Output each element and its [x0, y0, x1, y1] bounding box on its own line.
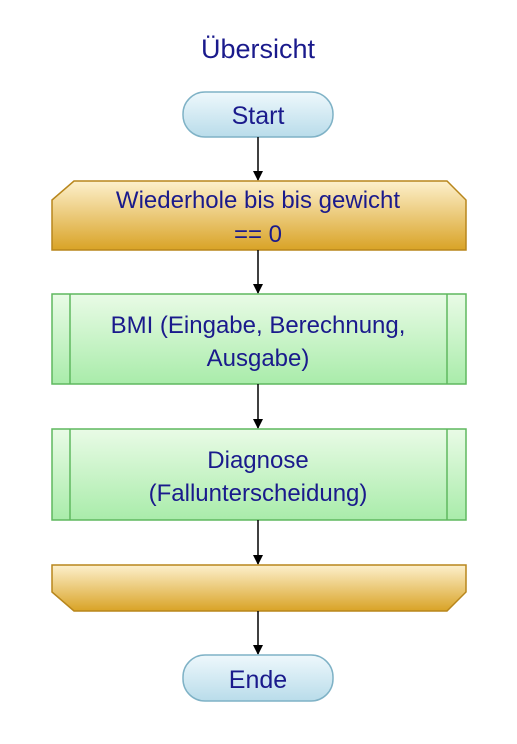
- process-diagnose-line1: Diagnose: [207, 447, 308, 474]
- start-node: Start: [182, 91, 334, 138]
- process-diagnose-line2: (Fallunterscheidung): [149, 480, 368, 507]
- loop-end-node: [51, 564, 467, 612]
- loop-head-node: Wiederhole bis bis gewicht == 0: [51, 180, 467, 251]
- end-node: Ende: [182, 654, 334, 702]
- diagram-title: Übersicht: [201, 34, 316, 64]
- loop-head-line1: Wiederhole bis bis gewicht: [116, 187, 400, 214]
- end-label: Ende: [229, 666, 287, 694]
- start-label: Start: [232, 102, 285, 130]
- process-diagnose-node: Diagnose (Fallunterscheidung): [51, 428, 467, 521]
- process-bmi-node: BMI (Eingabe, Berechnung, Ausgabe): [51, 293, 467, 385]
- loop-head-line2: == 0: [234, 221, 282, 248]
- process-bmi-line1: BMI (Eingabe, Berechnung,: [111, 312, 406, 339]
- process-bmi-line2: Ausgabe): [207, 345, 310, 372]
